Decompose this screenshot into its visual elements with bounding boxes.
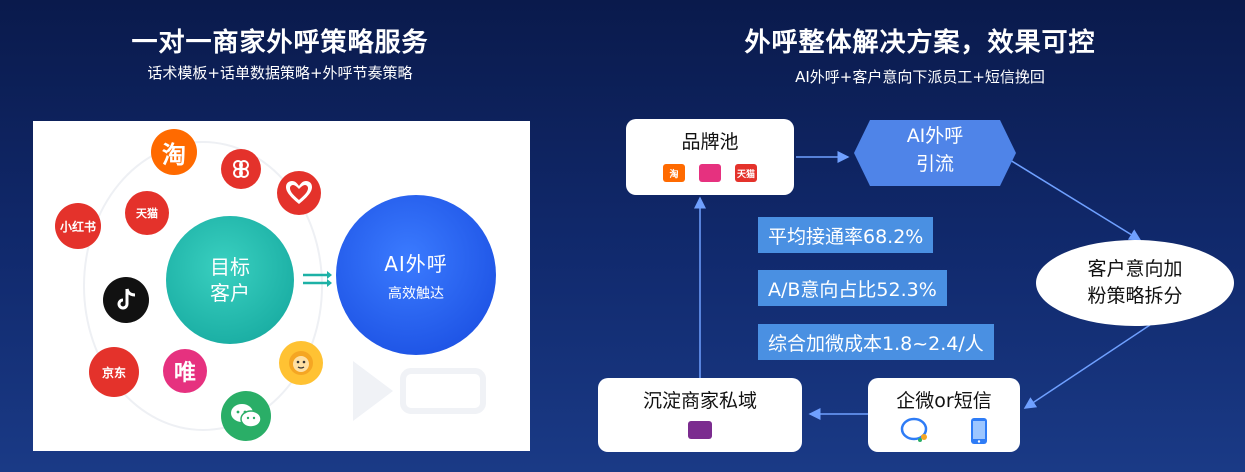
orbit-ring bbox=[83, 141, 323, 431]
mini-tmall-icon: 天猫 bbox=[735, 164, 757, 182]
ai-hexagon-shape bbox=[854, 120, 1016, 186]
vip-label: 唯 bbox=[173, 361, 196, 386]
vip-icon: 唯 bbox=[163, 349, 207, 393]
brand-pool-icons: 淘 天猫 bbox=[663, 164, 757, 182]
tmall-icon: 天猫 bbox=[125, 191, 169, 235]
brand-pool-label: 品牌池 bbox=[681, 131, 739, 153]
target-line1: 目标 bbox=[210, 255, 250, 279]
ai-call-circle: AI外呼 高效触达 bbox=[336, 195, 496, 355]
pinduoduo-glyph bbox=[233, 160, 249, 178]
watermark-logo bbox=[353, 361, 486, 421]
private-domain-label: 沉淀商家私域 bbox=[642, 390, 757, 412]
private-domain-icons bbox=[688, 421, 712, 439]
right-subtitle: AI外呼+客户意向下派员工+短信挽回 bbox=[795, 68, 1045, 86]
target-customer-circle: 目标 客户 bbox=[166, 216, 294, 344]
wechat-glyph bbox=[231, 404, 262, 428]
mini-taobao-icon: 淘 bbox=[663, 164, 685, 182]
ai-hex-line2: 引流 bbox=[915, 153, 954, 175]
xiaohongshu-label: 小红书 bbox=[59, 219, 96, 234]
taobao-icon: 淘 bbox=[151, 129, 197, 175]
suning-icon bbox=[279, 341, 323, 385]
xiaohongshu-icon: 小红书 bbox=[55, 203, 101, 249]
heart-glyph bbox=[286, 181, 312, 204]
brand-pool-box: 品牌池 淘 天猫 bbox=[626, 119, 794, 195]
intent-line1: 客户意向加 bbox=[1087, 258, 1183, 280]
left-subtitle: 话术模板+话单数据策略+外呼节奏策略 bbox=[147, 64, 413, 82]
ai-hex-line1: AI外呼 bbox=[906, 125, 964, 147]
phone-icon bbox=[971, 418, 987, 444]
wecom-icon bbox=[900, 417, 928, 442]
stat-connect-rate: 平均接通率68.2% bbox=[758, 217, 934, 253]
wechat-icon bbox=[221, 391, 271, 441]
mini-purple-app-icon bbox=[688, 421, 712, 439]
right-title: 外呼整体解决方案，效果可控 bbox=[744, 28, 1096, 58]
wecom-sms-icons bbox=[900, 417, 988, 445]
jd-icon: 京东 bbox=[89, 347, 139, 397]
lion-glyph bbox=[289, 351, 313, 375]
ai-circle-line2: 高效触达 bbox=[388, 285, 444, 302]
taobao-label: 淘 bbox=[162, 140, 186, 169]
jd-label: 京东 bbox=[101, 365, 126, 380]
target-line2: 客户 bbox=[210, 281, 250, 305]
double-arrow-icon bbox=[303, 271, 332, 287]
stat-add-cost: 综合加微成本1.8~2.4/人 bbox=[758, 324, 994, 360]
tmall-label: 天猫 bbox=[136, 207, 158, 220]
ai-hexagon-text: AI外呼 引流 bbox=[852, 122, 1018, 178]
heart-app-icon bbox=[277, 171, 321, 215]
mini-pink-app-icon bbox=[699, 164, 721, 182]
left-title: 一对一商家外呼策略服务 bbox=[131, 28, 429, 58]
tiktok-glyph bbox=[117, 288, 136, 310]
intent-split-ellipse: 客户意向加 粉策略拆分 bbox=[1036, 240, 1234, 326]
wecom-sms-box: 企微or短信 bbox=[868, 378, 1020, 452]
wecom-sms-label: 企微or短信 bbox=[896, 390, 992, 412]
customer-channel-panel: 淘 天猫 小红书 京东 唯 bbox=[33, 121, 530, 451]
private-domain-box: 沉淀商家私域 bbox=[598, 378, 802, 452]
pinduoduo-icon bbox=[221, 149, 261, 189]
tiktok-icon bbox=[103, 277, 149, 323]
ai-circle-line1: AI外呼 bbox=[384, 251, 448, 276]
intent-line2: 粉策略拆分 bbox=[1087, 285, 1183, 307]
stat-ab-intent: A/B意向占比52.3% bbox=[758, 270, 947, 306]
